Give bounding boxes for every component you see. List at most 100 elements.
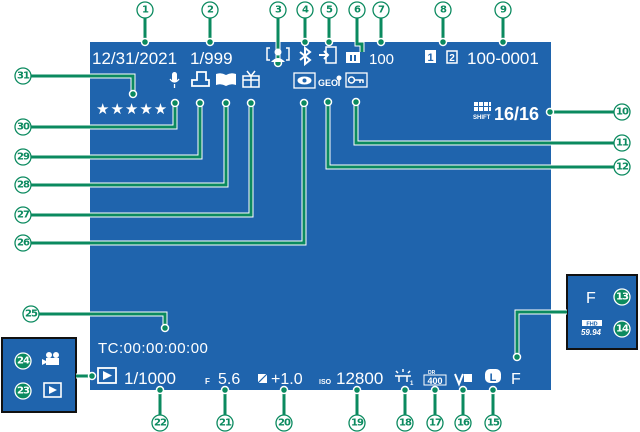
callout-14: 14 bbox=[613, 320, 631, 338]
leader-dot-9 bbox=[498, 37, 508, 47]
callout-20: 20 bbox=[275, 414, 293, 432]
callout-23: 23 bbox=[14, 382, 32, 400]
callout-number: 14 bbox=[616, 324, 629, 335]
callout-number: 21 bbox=[219, 418, 232, 429]
callout-number: 12 bbox=[616, 162, 629, 173]
callout-27: 27 bbox=[14, 206, 32, 224]
callout-28: 28 bbox=[14, 176, 32, 194]
leader-dot-22 bbox=[155, 385, 165, 395]
callout-3: 3 bbox=[269, 1, 287, 19]
leader-dot-17 bbox=[430, 385, 440, 395]
image-quality: F bbox=[511, 371, 521, 388]
leader-dot-2 bbox=[205, 37, 215, 47]
callout-circle bbox=[136, 1, 154, 19]
callout-circle bbox=[216, 414, 234, 432]
callout-13: 13 bbox=[613, 288, 631, 306]
callout-number: 8 bbox=[440, 5, 447, 16]
shutter-speed: 1/1000 bbox=[124, 369, 176, 388]
leader-line-29 bbox=[31, 103, 202, 159]
leader-dot-20 bbox=[279, 385, 289, 395]
multi-frame-icon: SHIFT bbox=[473, 102, 491, 121]
leader-line-28 bbox=[31, 103, 228, 187]
callout-7: 7 bbox=[372, 1, 390, 19]
gift-icon bbox=[242, 70, 260, 88]
callout-circle bbox=[151, 414, 169, 432]
callout-1: 1 bbox=[136, 1, 154, 19]
callout-number: 18 bbox=[399, 418, 412, 429]
callout-circle bbox=[372, 1, 390, 19]
image-size-icon: L bbox=[485, 369, 501, 384]
callout-11: 11 bbox=[613, 134, 631, 152]
callout-circle bbox=[426, 414, 444, 432]
iso-prefix: ISO bbox=[319, 379, 332, 386]
callout-17: 17 bbox=[426, 414, 444, 432]
callout-circle bbox=[14, 382, 32, 400]
callout-circle bbox=[22, 305, 40, 323]
callout-22: 22 bbox=[151, 414, 169, 432]
callout-30: 30 bbox=[14, 118, 32, 136]
leader-dot-16 bbox=[458, 385, 468, 395]
callout-circle bbox=[434, 1, 452, 19]
leader-dot-12 bbox=[323, 97, 333, 107]
callout-4: 4 bbox=[296, 1, 314, 19]
card-slot-2: 2 bbox=[449, 53, 455, 64]
leader-dot-28 bbox=[221, 98, 231, 108]
callout-circle bbox=[348, 1, 366, 19]
callout-circle bbox=[296, 1, 314, 19]
dr-value: 400 bbox=[427, 376, 442, 386]
leader-line-26 bbox=[31, 103, 306, 245]
callout-number: 1 bbox=[142, 5, 149, 16]
leader-dot-27 bbox=[246, 98, 256, 108]
inset-leader-1 bbox=[515, 310, 567, 357]
leader-line-12 bbox=[326, 102, 614, 169]
leader-line-30 bbox=[31, 103, 177, 129]
movie-icon bbox=[42, 352, 59, 365]
leader-dot-31 bbox=[128, 89, 138, 99]
dynamic-range-icon: DR 400 bbox=[423, 370, 447, 386]
callout-number: 13 bbox=[616, 292, 629, 303]
callout-circle bbox=[14, 148, 32, 166]
multi-frame-count: 16/16 bbox=[494, 104, 539, 124]
rating-stars: ★★★★★ bbox=[96, 101, 168, 118]
leader-dot-25 bbox=[160, 323, 170, 333]
callout-10: 10 bbox=[613, 103, 631, 121]
callout-circle bbox=[14, 176, 32, 194]
callout-9: 9 bbox=[494, 1, 512, 19]
callout-number: 28 bbox=[17, 180, 30, 191]
callout-number: 23 bbox=[17, 386, 30, 397]
print-icon bbox=[191, 71, 210, 87]
red-eye-icon bbox=[293, 72, 316, 89]
leader-dot-15 bbox=[488, 385, 498, 395]
callout-circle bbox=[494, 1, 512, 19]
battery-icon bbox=[346, 52, 360, 63]
callout-12: 12 bbox=[613, 158, 631, 176]
frame-rate: 59.94 bbox=[581, 328, 602, 337]
file-number: 100-0001 bbox=[467, 49, 539, 68]
callout-16: 16 bbox=[454, 414, 472, 432]
right-inset bbox=[566, 274, 638, 350]
callout-number: 31 bbox=[17, 71, 30, 82]
card-slot-1: 1 bbox=[427, 52, 433, 64]
transfer-icon bbox=[319, 46, 337, 64]
card-slot-indicator: 1 2 bbox=[425, 50, 458, 64]
shift-label: SHIFT bbox=[473, 115, 491, 121]
callout-number: 30 bbox=[17, 122, 30, 133]
callout-number: 22 bbox=[154, 418, 167, 429]
callout-number: 5 bbox=[326, 5, 333, 16]
callout-18: 18 bbox=[396, 414, 414, 432]
callout-5: 5 bbox=[320, 1, 338, 19]
inset-leader-dot-1 bbox=[512, 352, 522, 362]
callout-6: 6 bbox=[348, 1, 366, 19]
callout-circle bbox=[396, 414, 414, 432]
callout-15: 15 bbox=[484, 414, 502, 432]
image-size-letter: L bbox=[490, 372, 497, 384]
callout-circle bbox=[14, 206, 32, 224]
leader-dot-7 bbox=[376, 37, 386, 47]
callout-number: 26 bbox=[17, 238, 30, 249]
callout-circle bbox=[14, 67, 32, 85]
callout-circle bbox=[14, 234, 32, 252]
callout-circle bbox=[454, 414, 472, 432]
callout-circle bbox=[484, 414, 502, 432]
